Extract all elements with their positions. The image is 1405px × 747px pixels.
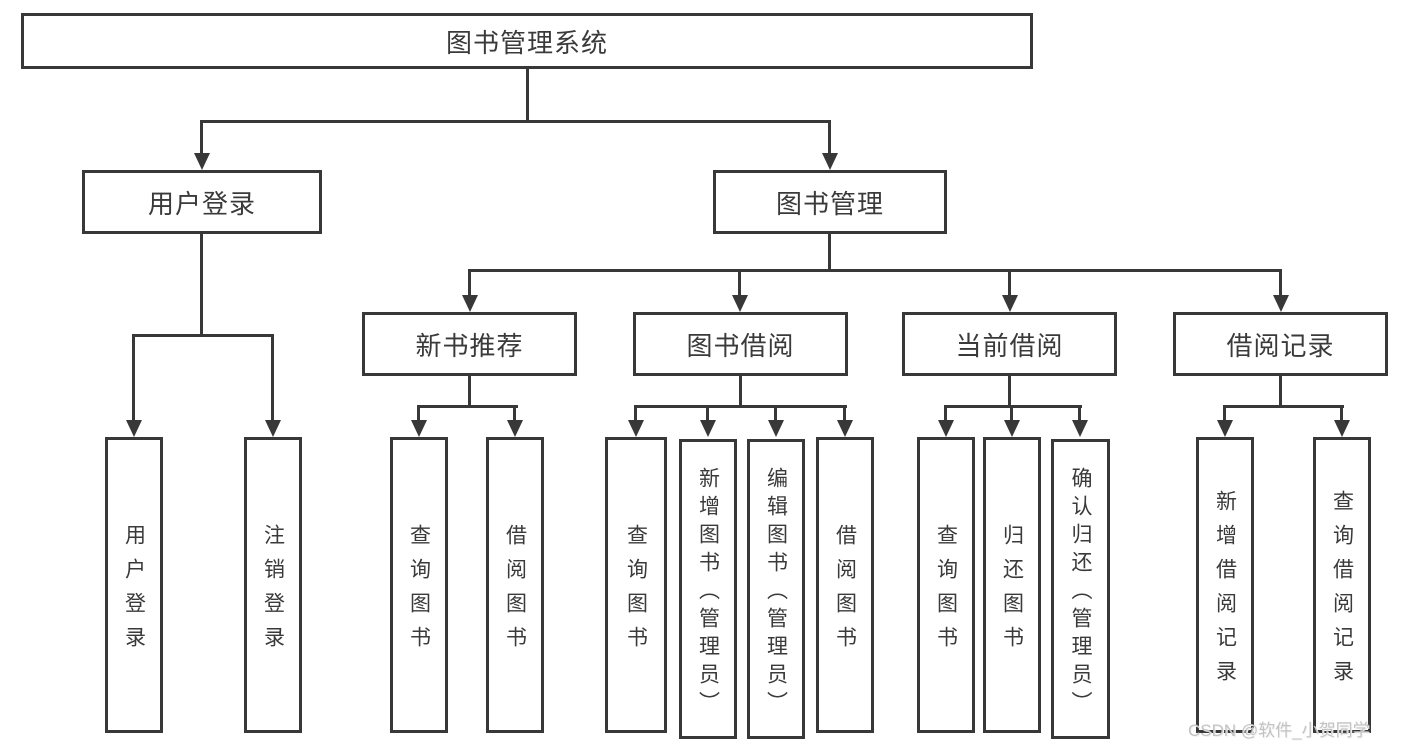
arrow-down-icon bbox=[462, 295, 478, 312]
node-user-login: 用户登录 bbox=[82, 170, 322, 234]
node-confirm-return-admin: 确认归还（管理员） bbox=[1051, 439, 1110, 739]
node-label: 用户登录 bbox=[147, 188, 256, 219]
node-book-borrowing: 图书借阅 bbox=[633, 312, 848, 376]
arrow-down-icon bbox=[507, 420, 523, 437]
node-label: 确认归还（管理员） bbox=[1069, 466, 1092, 719]
node-label: 图书管理系统 bbox=[445, 27, 608, 58]
arrow-down-icon bbox=[1004, 420, 1020, 437]
arrow-down-icon bbox=[1217, 420, 1233, 437]
node-label: 编辑图书（管理员） bbox=[764, 466, 788, 719]
connector-line bbox=[944, 405, 947, 422]
node-label: 查询图书 bbox=[407, 523, 431, 660]
connector-line bbox=[1279, 269, 1282, 298]
connector-line bbox=[526, 67, 529, 122]
connector-line bbox=[132, 334, 274, 337]
node-label: 注销登录 bbox=[261, 523, 285, 660]
arrow-down-icon bbox=[700, 420, 716, 437]
connector-line bbox=[513, 405, 516, 422]
node-borrow-books-borrowing: 借阅图书 bbox=[816, 437, 874, 733]
node-label: 当前借阅 bbox=[955, 330, 1064, 361]
arrow-down-icon bbox=[628, 420, 644, 437]
node-label: 新书推荐 bbox=[415, 330, 524, 361]
node-label: 图书借阅 bbox=[686, 330, 795, 361]
node-borrowing-records: 借阅记录 bbox=[1173, 312, 1388, 376]
connector-line bbox=[200, 120, 831, 123]
connector-line bbox=[843, 405, 846, 422]
node-label: 查询图书 bbox=[934, 523, 958, 660]
node-label: 图书管理 bbox=[775, 188, 884, 219]
arrow-down-icon bbox=[126, 420, 142, 437]
node-query-books-borrowing: 查询图书 bbox=[605, 437, 667, 733]
connector-line bbox=[1340, 405, 1343, 422]
connector-line bbox=[417, 405, 420, 422]
connector-line bbox=[774, 405, 777, 422]
node-edit-books-admin: 编辑图书（管理员） bbox=[747, 439, 805, 739]
connector-line bbox=[1279, 374, 1282, 408]
node-label: 借阅图书 bbox=[833, 523, 857, 660]
watermark: CSDN @软件_小贺同学 bbox=[1188, 721, 1370, 740]
connector-line bbox=[468, 374, 471, 408]
arrow-down-icon bbox=[1273, 295, 1289, 312]
node-label: 用户登录 bbox=[122, 523, 146, 660]
node-label: 借阅图书 bbox=[503, 523, 527, 660]
connector-line bbox=[200, 232, 203, 336]
connector-line bbox=[738, 269, 741, 298]
connector-line bbox=[828, 232, 831, 272]
connector-line bbox=[132, 334, 135, 422]
connector-line bbox=[739, 374, 742, 408]
connector-line bbox=[200, 120, 203, 156]
connector-line bbox=[828, 120, 831, 156]
node-query-books-recommendation: 查询图书 bbox=[390, 437, 448, 733]
arrow-down-icon bbox=[411, 420, 427, 437]
node-label: 查询借阅记录 bbox=[1330, 489, 1354, 694]
node-label: 查询图书 bbox=[624, 523, 648, 660]
connector-line bbox=[634, 405, 637, 422]
connector-line bbox=[1223, 405, 1344, 408]
connector-line bbox=[634, 405, 847, 408]
node-label: 归还图书 bbox=[1000, 523, 1024, 660]
node-user-login-action: 用户登录 bbox=[105, 437, 163, 733]
node-return-books: 归还图书 bbox=[983, 437, 1041, 733]
connector-line bbox=[468, 269, 471, 298]
connector-line bbox=[417, 405, 518, 408]
arrow-down-icon bbox=[1002, 295, 1018, 312]
node-book-management: 图书管理 bbox=[713, 170, 947, 234]
connector-line bbox=[706, 405, 709, 422]
node-label: 新增图书（管理员） bbox=[696, 466, 720, 719]
arrow-down-icon bbox=[265, 420, 281, 437]
connector-line bbox=[944, 405, 1082, 408]
arrow-down-icon bbox=[822, 153, 838, 170]
arrow-down-icon bbox=[194, 153, 210, 170]
node-library-management-system: 图书管理系统 bbox=[21, 13, 1033, 69]
node-add-books-admin: 新增图书（管理员） bbox=[679, 439, 737, 739]
node-logout: 注销登录 bbox=[244, 437, 302, 733]
arrow-down-icon bbox=[732, 295, 748, 312]
connector-line bbox=[271, 334, 274, 422]
connector-line bbox=[1078, 405, 1081, 422]
connector-line bbox=[1010, 405, 1013, 422]
node-query-books-current: 查询图书 bbox=[917, 437, 975, 733]
arrow-down-icon bbox=[768, 420, 784, 437]
connector-line bbox=[1223, 405, 1226, 422]
node-new-book-recommendation: 新书推荐 bbox=[362, 312, 577, 376]
arrow-down-icon bbox=[1334, 420, 1350, 437]
node-current-borrowing: 当前借阅 bbox=[902, 312, 1117, 376]
arrow-down-icon bbox=[1072, 420, 1088, 437]
node-add-borrow-record: 新增借阅记录 bbox=[1196, 437, 1254, 733]
connector-line bbox=[1008, 269, 1011, 298]
node-query-borrow-record: 查询借阅记录 bbox=[1313, 437, 1371, 733]
arrow-down-icon bbox=[938, 420, 954, 437]
arrow-down-icon bbox=[837, 420, 853, 437]
node-borrow-books-recommendation: 借阅图书 bbox=[486, 437, 544, 733]
node-label: 新增借阅记录 bbox=[1213, 489, 1237, 694]
node-label: 借阅记录 bbox=[1226, 330, 1335, 361]
connector-line bbox=[1008, 374, 1011, 408]
connector-line bbox=[468, 269, 1282, 272]
